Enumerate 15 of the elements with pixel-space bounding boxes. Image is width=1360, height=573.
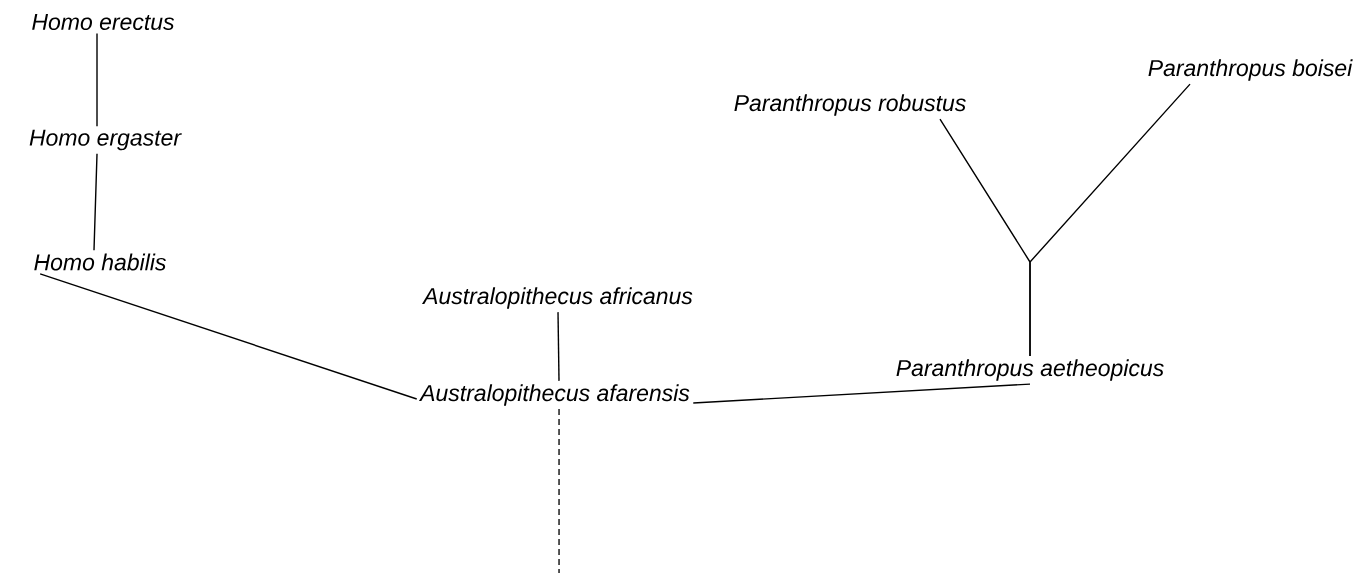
- species-label: Homo ergaster: [29, 129, 182, 151]
- species-label: Homo habilis: [34, 253, 166, 271]
- branch-line: [93, 153, 98, 251]
- species-label: Australopithecus africanus: [422, 287, 693, 309]
- branch-line: [39, 273, 418, 400]
- branch-line: [692, 383, 1031, 404]
- branch-line: [557, 311, 560, 382]
- species-label: Paranthropus robustus: [734, 94, 966, 116]
- species-label: Paranthropus aetheopicus: [896, 359, 1164, 381]
- branch-line: [1029, 83, 1191, 357]
- branch-line: [96, 32, 98, 127]
- species-label: Australopithecus afarensis: [419, 384, 690, 406]
- species-label: Homo erectus: [32, 14, 175, 30]
- species-label: Paranthropus boisei: [1148, 59, 1353, 81]
- branch-line: [558, 408, 560, 573]
